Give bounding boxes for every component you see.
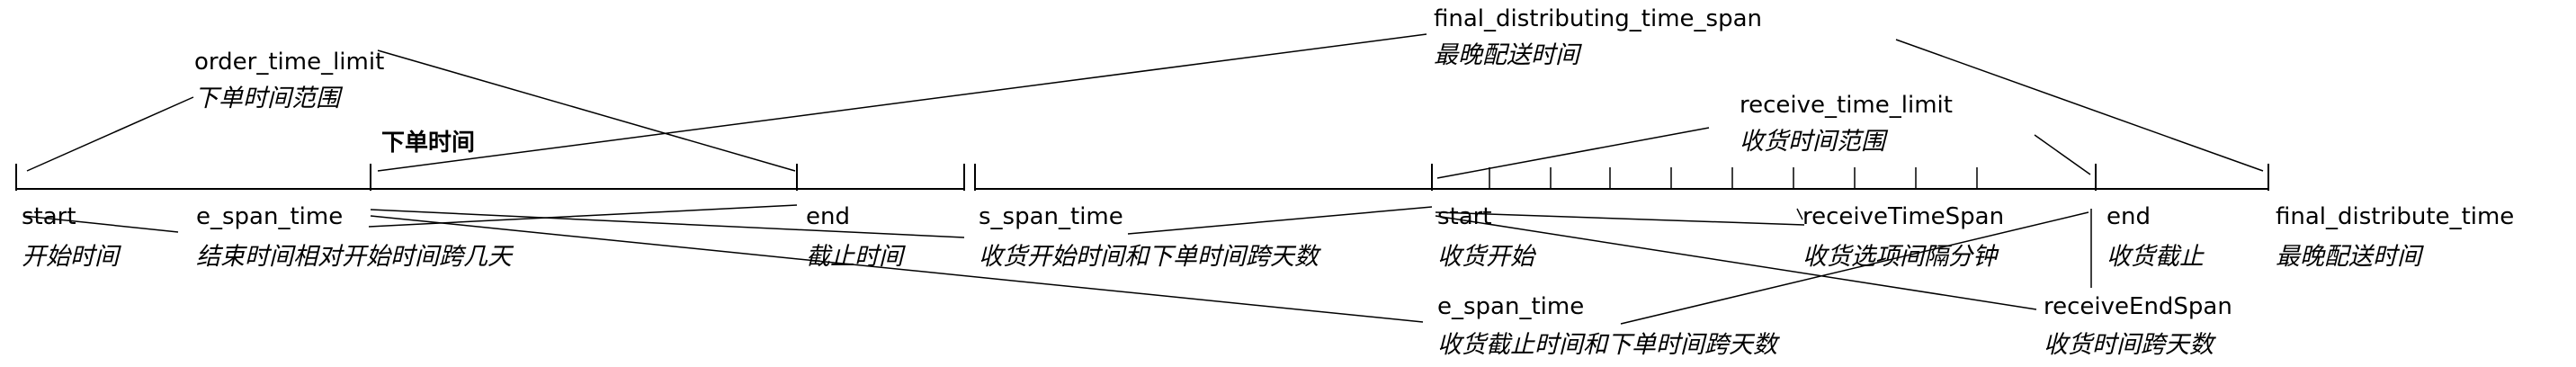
label-receive-time-span-cn: 收货选项间隔分钟 — [1802, 243, 1997, 271]
connector-receivespan-small — [1796, 208, 1803, 220]
label-end-cn: 截止时间 — [806, 243, 903, 271]
connector-receive-limit-right — [2034, 134, 2091, 175]
label-e-span-time: e_span_time — [196, 203, 344, 230]
connector-receive-limit-left — [1436, 127, 1710, 179]
label-start-cn: 开始时间 — [22, 243, 119, 271]
label-order-time-limit: order_time_limit — [194, 49, 385, 76]
label-end: end — [806, 203, 850, 230]
label-final-distributing-time-span: final_distributing_time_span — [1434, 5, 1762, 32]
label-final-distribute-time: final_distribute_time — [2276, 203, 2515, 230]
label-receive-time-limit-cn: 收货时间范围 — [1740, 128, 1885, 156]
label-final-distribute-time-cn: 最晚配送时间 — [2276, 243, 2421, 271]
label-receive-end: end — [2106, 203, 2151, 230]
connector-order-limit-right — [377, 49, 796, 172]
connector-order-limit-left — [26, 96, 194, 172]
label-s-span-time: s_span_time — [979, 203, 1123, 230]
label-e-span-time-receive: e_span_time — [1437, 293, 1585, 320]
connector-start-espan — [22, 215, 179, 233]
label-e-span-time-cn: 结束时间相对开始时间跨几天 — [196, 243, 512, 271]
connector-final-span-left — [377, 33, 1427, 172]
connector-espan-end — [368, 204, 798, 228]
label-order-time-limit-cn: 下单时间范围 — [194, 85, 340, 112]
connector-espan-sspan — [370, 209, 965, 238]
connector-sspan-start2 — [1127, 206, 1433, 235]
label-receive-time-limit: receive_time_limit — [1740, 92, 1953, 119]
label-s-span-time-cn: 收货开始时间和下单时间跨天数 — [979, 243, 1319, 271]
connector-end2-espan2 — [1620, 211, 2089, 325]
label-receive-time-span: receiveTimeSpan — [1802, 203, 2005, 230]
label-receive-start-cn: 收货开始 — [1437, 243, 1534, 271]
label-start: start — [22, 203, 76, 230]
label-final-distributing-time-span-cn: 最晚配送时间 — [1434, 41, 1579, 69]
label-receive-end-span: receiveEndSpan — [2044, 293, 2232, 320]
connector-espan-espan2 — [370, 215, 1424, 323]
connector-receiveendspan — [1435, 215, 2037, 310]
label-receive-start: start — [1437, 203, 1492, 230]
connector-start2-receivespan — [1435, 211, 1805, 226]
label-e-span-time-receive-cn: 收货截止时间和下单时间跨天数 — [1437, 331, 1777, 359]
label-receive-end-span-cn: 收货时间跨天数 — [2044, 331, 2214, 359]
label-order-time-heading: 下单时间 — [381, 130, 476, 157]
label-receive-end-cn: 收货截止 — [2106, 243, 2204, 271]
connector-final-span-right — [1895, 39, 2264, 172]
